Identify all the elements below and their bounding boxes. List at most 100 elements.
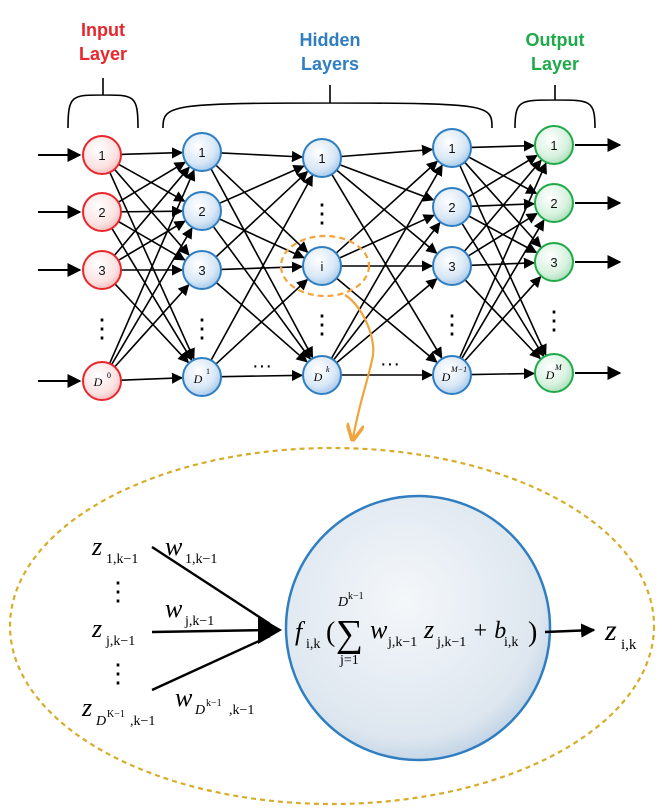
connection-l2-0-0 bbox=[340, 144, 434, 158]
connection-l3-0-0 bbox=[470, 140, 536, 152]
output-node-1 bbox=[534, 125, 574, 165]
connection-l0-3-2 bbox=[114, 284, 190, 368]
hiddenm-node-1 bbox=[432, 128, 472, 168]
hiddenm-node-2 bbox=[432, 187, 472, 227]
connections bbox=[108, 140, 547, 384]
connection-l3-1-0 bbox=[467, 154, 538, 198]
wd-sub2: ,k−1 bbox=[229, 703, 254, 718]
hiddenm-ellipsis: ⋮ bbox=[439, 310, 465, 339]
detail-output-z: z bbox=[604, 614, 617, 647]
layer-braces bbox=[67, 78, 596, 129]
hiddenk-node-i-label: i bbox=[321, 259, 324, 274]
connection-l2-2-2 bbox=[336, 278, 438, 364]
input-node-1-label: 1 bbox=[98, 148, 105, 163]
detail-input-arrowhead bbox=[258, 616, 282, 644]
output-node-3 bbox=[534, 242, 574, 282]
input-ellipsis: ⋮ bbox=[89, 314, 115, 343]
hidden1-ellipsis: ⋮ bbox=[189, 314, 215, 343]
connection-l0-1-3 bbox=[111, 227, 193, 361]
output-arrows bbox=[575, 138, 622, 380]
formula-w-sub: j,k−1 bbox=[387, 635, 417, 650]
zd-label: z bbox=[81, 693, 92, 722]
wj-label: w bbox=[165, 594, 183, 623]
wd-label: w bbox=[175, 683, 193, 712]
connection-l0-2-3 bbox=[114, 283, 190, 364]
zd-sub: D bbox=[95, 714, 106, 729]
connection-l3-0-1 bbox=[468, 156, 538, 195]
connection-l3-2-2 bbox=[470, 257, 536, 269]
connection-l2-0-2 bbox=[336, 169, 438, 254]
connection-l0-3-1 bbox=[110, 227, 193, 366]
connection-l3-2-0 bbox=[463, 159, 542, 253]
hidden1-node-1-label: 1 bbox=[198, 145, 205, 160]
connection-l2-2-1 bbox=[332, 221, 441, 361]
hidden1-node-last-sup: 1 bbox=[206, 367, 210, 376]
connection-l1-1-2 bbox=[212, 225, 311, 360]
hiddenk-node-1-label: 1 bbox=[318, 151, 325, 166]
connection-l3-3-0 bbox=[458, 162, 547, 358]
connection-l0-3-3 bbox=[120, 372, 184, 384]
hidden1-node-1 bbox=[182, 132, 222, 172]
hidden1-node-last-label: D bbox=[193, 372, 203, 386]
connection-l0-2-0 bbox=[113, 166, 190, 257]
input-node-2-label: 2 bbox=[98, 205, 105, 220]
input-layer: 1 2 3 ⋮ D 0 bbox=[82, 135, 122, 401]
input-node-3-label: 3 bbox=[98, 263, 105, 278]
connection-l2-0-1 bbox=[339, 163, 435, 202]
z1-sub: 1,k−1 bbox=[106, 552, 138, 567]
wd-sup: k−1 bbox=[206, 698, 222, 709]
hidden-layers-title-line2: Layers bbox=[301, 54, 359, 74]
input-node-2 bbox=[82, 192, 122, 232]
detail-ellipsis-2: ⋮ bbox=[105, 659, 131, 688]
detail-input-lines bbox=[151, 545, 271, 692]
connection-l1-2-0 bbox=[215, 170, 309, 258]
hidden-brace bbox=[162, 85, 493, 129]
formula-bias: + b bbox=[472, 618, 506, 644]
zd-sub2: ,k−1 bbox=[130, 714, 155, 729]
detail-ellipsis-1: ⋮ bbox=[105, 577, 131, 606]
hiddenk-node-i bbox=[302, 246, 342, 286]
connection-l0-1-0 bbox=[117, 161, 186, 203]
connection-l1-0-1 bbox=[215, 164, 309, 253]
hiddenk-node-last bbox=[302, 355, 342, 395]
input-layer-title-line2: Layer bbox=[79, 44, 127, 64]
hiddenm-node-last-label: D bbox=[441, 370, 451, 384]
input-brace bbox=[67, 78, 139, 129]
input-layer-title-line1: Input bbox=[81, 20, 125, 40]
formula-z-sub: j,k−1 bbox=[436, 635, 466, 650]
wd-sub: D bbox=[194, 703, 205, 718]
input-node-last bbox=[82, 361, 122, 401]
hidden1-node-2 bbox=[182, 191, 222, 231]
hidden1-node-last bbox=[182, 357, 222, 397]
hiddenm-node-3-label: 3 bbox=[448, 259, 455, 274]
hdots-1: ··· bbox=[252, 355, 272, 377]
hidden1-node-3-label: 3 bbox=[198, 263, 205, 278]
output-node-2 bbox=[534, 183, 574, 223]
connection-l1-0-0 bbox=[220, 150, 304, 163]
formula-sum: ∑ bbox=[336, 613, 363, 655]
formula-w: w bbox=[370, 615, 388, 644]
connection-l2-2-0 bbox=[330, 164, 443, 359]
hiddenm-node-3 bbox=[432, 246, 472, 286]
output-brace bbox=[514, 85, 596, 129]
output-node-2-label: 2 bbox=[550, 196, 557, 211]
detail-output-arrow bbox=[544, 623, 596, 638]
formula-sum-upper-sup: k−1 bbox=[348, 591, 364, 602]
connection-l1-3-1 bbox=[215, 278, 309, 365]
output-node-1-label: 1 bbox=[550, 138, 557, 153]
formula-sum-lower: j=1 bbox=[339, 653, 359, 668]
hiddenm-node-last-sup: M−1 bbox=[450, 365, 467, 374]
formula-open-paren: ( bbox=[326, 617, 335, 648]
detail-output-sub: i,k bbox=[621, 637, 637, 653]
neuron-detail-circle bbox=[284, 494, 552, 762]
output-ellipsis: ⋮ bbox=[541, 306, 567, 335]
neuron-formula: f i,k ( ∑ D k−1 j=1 w j,k−1 z j,k−1 + b … bbox=[295, 591, 537, 668]
connection-l3-3-2 bbox=[464, 275, 542, 362]
output-node-last bbox=[534, 353, 574, 393]
hiddenm-node-last bbox=[432, 355, 472, 395]
zoom-connector bbox=[344, 294, 375, 438]
hiddenk-ellipsis-bottom: ⋮ bbox=[309, 310, 335, 339]
z1-label: z bbox=[91, 532, 102, 561]
hidden-layer-k: 1 ⋮ i ⋮ D k bbox=[279, 138, 371, 395]
